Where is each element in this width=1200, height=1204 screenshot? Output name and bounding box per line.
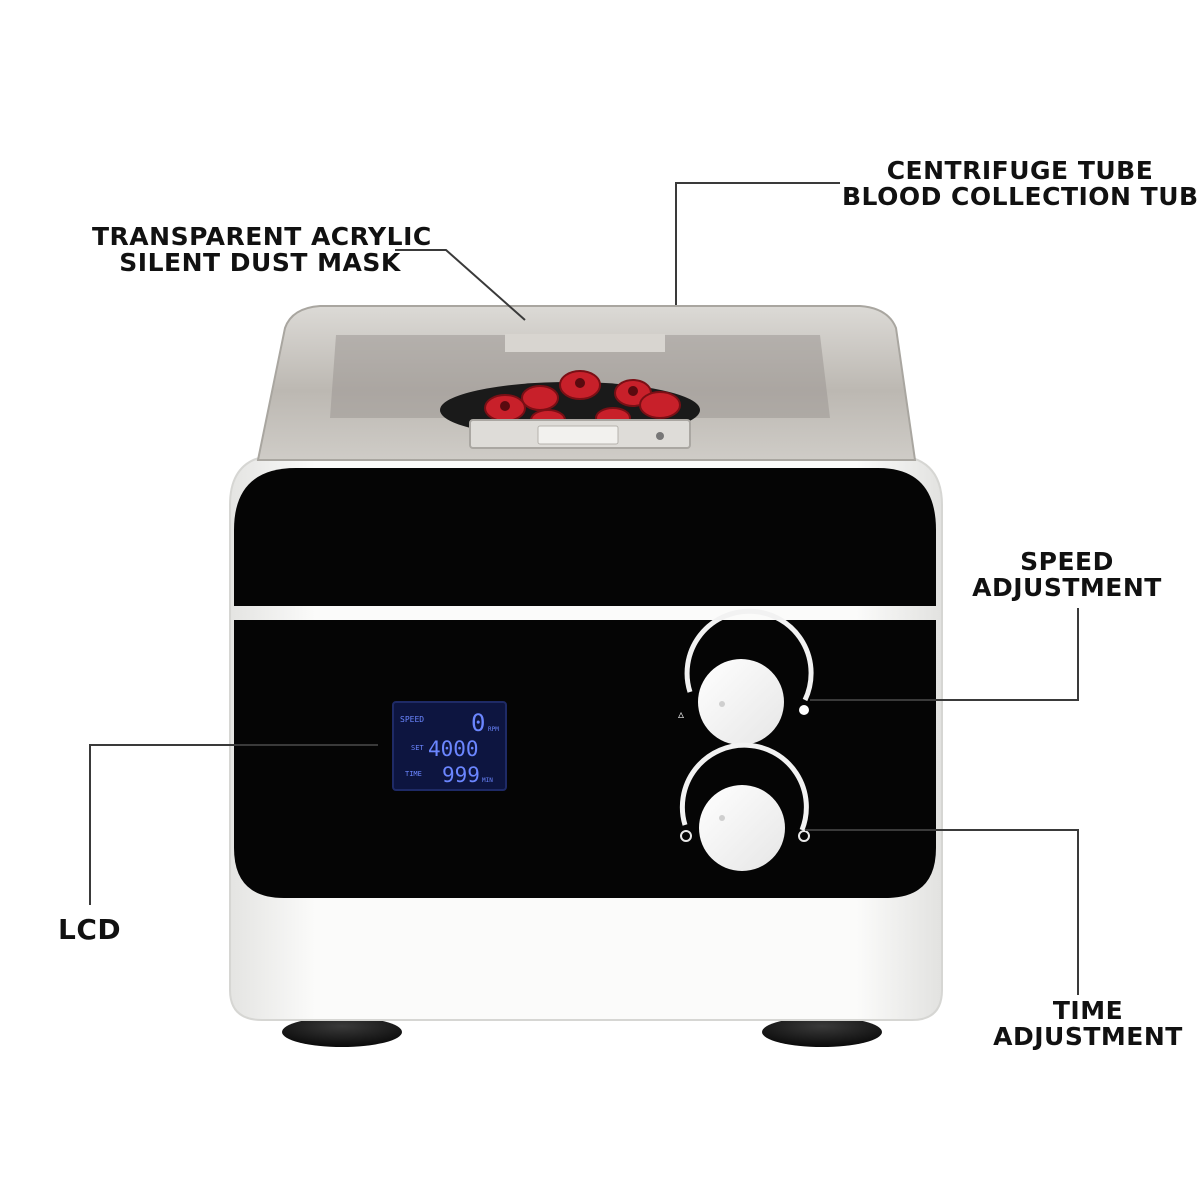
speed-knob[interactable] xyxy=(698,659,784,745)
callout-tube-line2: BLOOD COLLECTION TUBE xyxy=(842,182,1200,211)
time-knob-indicator xyxy=(719,815,725,821)
time-knob-arc xyxy=(679,742,809,831)
callout-tube-line1: CENTRIFUGE TUBE xyxy=(886,156,1154,185)
callout-acrylic-mask: TRANSPARENT ACRYLIC SILENT DUST MASK xyxy=(92,222,432,277)
lcd-time-unit: MIN xyxy=(482,777,493,784)
lcd-set-value: 4000 xyxy=(428,737,479,761)
lcd-speed-label: SPEED xyxy=(400,715,424,724)
time-knob[interactable] xyxy=(699,785,785,871)
lcd-speed-unit: RPM xyxy=(488,726,499,733)
speed-knob-arc xyxy=(684,608,814,702)
tube-cap-holes xyxy=(500,378,638,411)
lcd-set-label: SET xyxy=(411,744,424,752)
lcd-time-value: 999 xyxy=(442,763,480,787)
upper-black-panel xyxy=(234,468,936,606)
callout-line-speed xyxy=(810,608,1079,701)
lcd-speed-value: 0 xyxy=(471,709,485,737)
callout-speed-line1: SPEED xyxy=(1020,547,1114,576)
lid-inner-rim xyxy=(505,334,665,352)
foot-right xyxy=(762,1017,882,1047)
callout-acrylic-line1: TRANSPARENT ACRYLIC xyxy=(92,222,432,251)
callout-lcd: LCD xyxy=(58,913,122,946)
callout-line-lcd xyxy=(89,744,378,905)
callout-time: TIME ADJUSTMENT xyxy=(993,998,1183,1050)
callout-tube: CENTRIFUGE TUBE BLOOD COLLECTION TUBE xyxy=(842,156,1200,211)
time-max-icon xyxy=(798,830,810,842)
callout-acrylic-line2: SILENT DUST MASK xyxy=(119,248,401,277)
lower-black-panel xyxy=(234,620,936,898)
callout-time-line2: ADJUSTMENT xyxy=(993,1022,1183,1051)
lcd-screen xyxy=(392,701,507,791)
callout-line-time xyxy=(805,829,1079,995)
callout-line-tube xyxy=(675,182,840,305)
speed-knob-indicator xyxy=(719,701,725,707)
speed-max-icon xyxy=(799,705,809,715)
lid-screw xyxy=(656,432,664,440)
callout-speed: SPEED ADJUSTMENT xyxy=(972,549,1162,601)
callout-time-line1: TIME xyxy=(1052,996,1124,1025)
time-min-icon xyxy=(680,830,692,842)
lid-latch[interactable] xyxy=(537,425,619,445)
callout-speed-line2: ADJUSTMENT xyxy=(972,573,1162,602)
foot-left xyxy=(282,1017,402,1047)
lcd-time-label: TIME xyxy=(405,770,422,778)
callout-line-acrylic xyxy=(395,249,526,321)
speed-min-icon: ▵ xyxy=(678,707,684,721)
